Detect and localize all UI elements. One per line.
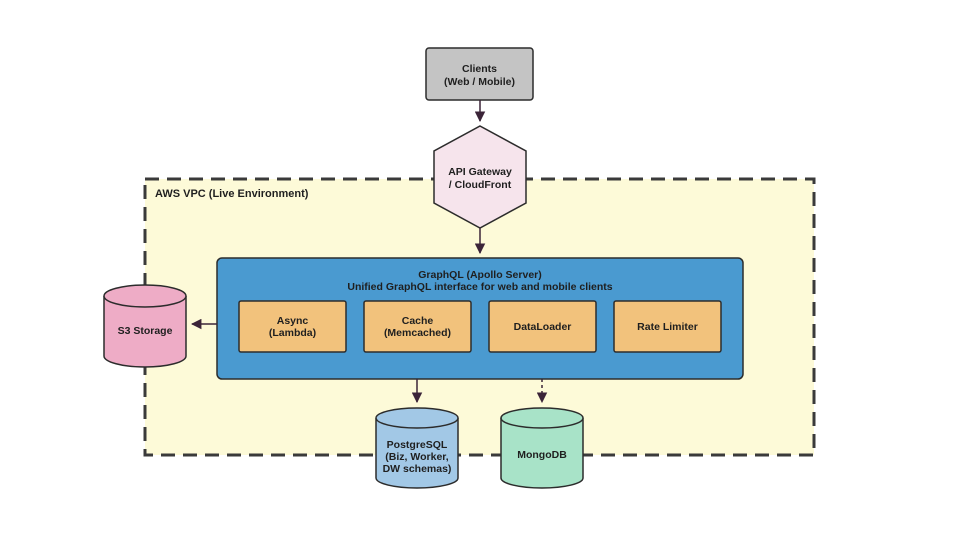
module-dataloader-box	[488, 300, 597, 353]
module-async: Async (Lambda)	[238, 300, 347, 353]
postgres-cylinder-body	[375, 418, 459, 489]
module-async-box	[238, 300, 347, 353]
postgres-node: PostgreSQL (Biz, Worker, DW schemas)	[375, 407, 459, 489]
clients-label-line2: (Web / Mobile)	[444, 76, 515, 88]
clients-node: Clients (Web / Mobile)	[425, 47, 534, 101]
clients-label-line1: Clients	[462, 63, 497, 75]
graphql-title: GraphQL (Apollo Server)	[418, 269, 542, 281]
module-cache-line1: Cache	[402, 315, 434, 327]
vpc-label: AWS VPC (Live Environment)	[155, 188, 309, 200]
module-async-line2: (Lambda)	[269, 327, 316, 339]
s3-cylinder-top	[103, 284, 187, 308]
gateway-node: API Gateway / CloudFront	[433, 125, 527, 229]
module-rate-limiter: Rate Limiter	[613, 300, 722, 353]
graphql-node: GraphQL (Apollo Server) Unified GraphQL …	[216, 257, 744, 380]
postgres-label-line1: PostgreSQL	[387, 439, 448, 451]
module-rate-limiter-box	[613, 300, 722, 353]
mongo-label: MongoDB	[517, 449, 567, 461]
postgres-cylinder-top	[375, 407, 459, 429]
s3-node: S3 Storage	[103, 284, 187, 368]
module-dataloader-label: DataLoader	[514, 321, 572, 333]
gateway-label-line2: / CloudFront	[449, 179, 512, 191]
s3-cylinder-body	[103, 296, 187, 368]
module-cache: Cache (Memcached)	[363, 300, 472, 353]
module-rate-limiter-label: Rate Limiter	[637, 321, 698, 333]
module-cache-line2: (Memcached)	[384, 327, 451, 339]
mongo-node: MongoDB	[500, 407, 584, 489]
mongo-cylinder-top	[500, 407, 584, 429]
gateway-label-line1: API Gateway	[448, 166, 512, 178]
module-async-line1: Async	[277, 315, 309, 327]
postgres-label-line3: DW schemas)	[383, 463, 452, 475]
graphql-box	[216, 257, 744, 380]
graphql-subtitle: Unified GraphQL interface for web and mo…	[347, 281, 612, 293]
mongo-cylinder-body	[500, 418, 584, 489]
module-dataloader: DataLoader	[488, 300, 597, 353]
s3-label: S3 Storage	[118, 325, 173, 337]
postgres-label-line2: (Biz, Worker,	[385, 451, 448, 463]
module-cache-box	[363, 300, 472, 353]
